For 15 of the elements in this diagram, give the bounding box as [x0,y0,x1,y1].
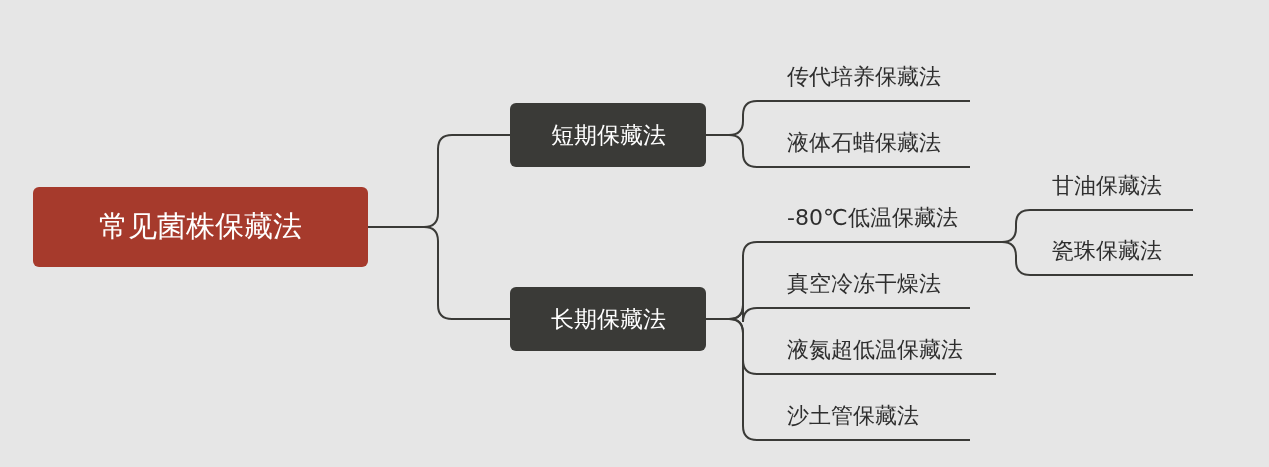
root-topic-box: 常见菌株保藏法 [33,187,368,267]
underlined-topic: 传代培养保藏法 [765,56,970,102]
underlined-topic: 真空冷冻干燥法 [765,263,970,309]
underlined-topic: -80℃低温保藏法 [765,197,1002,243]
topic-box: 短期保藏法 [510,103,706,167]
connector-line [705,318,766,441]
connector-line [705,134,766,168]
underlined-topic: 液体石蜡保藏法 [765,122,970,168]
connector-line [367,226,511,320]
underlined-topic: 沙土管保藏法 [765,395,970,441]
underlined-topic: 瓷珠保藏法 [1030,230,1193,276]
connector-line [1001,241,1031,276]
underlined-topic: 甘油保藏法 [1030,165,1193,211]
underlined-topic: 液氮超低温保藏法 [765,329,996,375]
topic-box: 长期保藏法 [510,287,706,351]
